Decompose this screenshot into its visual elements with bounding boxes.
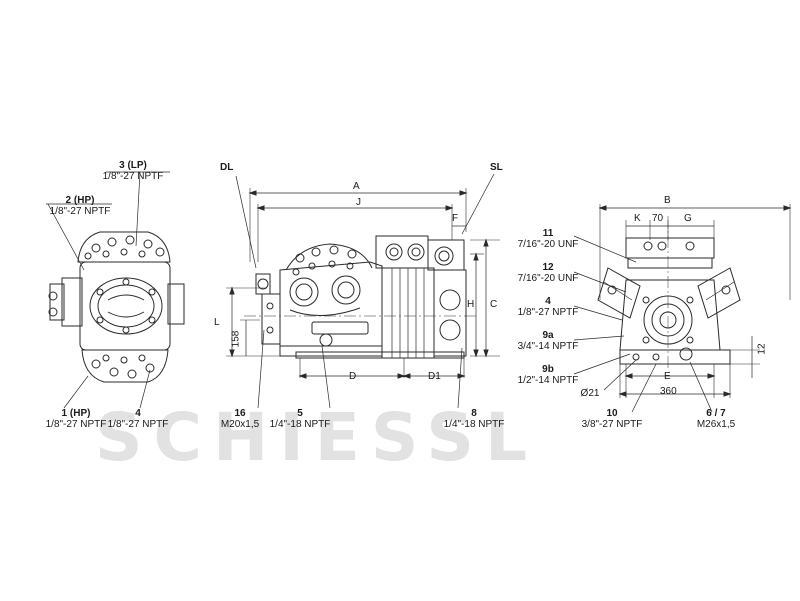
port-10-label: 10 [606,408,618,419]
dim-b-label: B [664,195,671,206]
dim-dia21-label: Ø21 [580,388,600,399]
dim-c-label: C [490,299,498,310]
port-9a-label: 9a [542,330,554,341]
dim-360-label: 360 [660,386,677,397]
dim-h-label: H [467,299,475,310]
left-end-view [46,171,185,409]
dim-dl-label: DL [220,162,234,173]
dim-f-label: F [452,213,459,224]
dim-d1-label: D1 [428,371,441,382]
port-1-thread: 1/8"-27 NPTF [45,419,107,430]
port-9b-thread: 1/2"-14 NPTF [517,375,579,386]
dim-l-label: L [214,317,220,328]
port-11-label: 11 [542,228,554,239]
dim-sl-label: SL [490,162,503,173]
side-view [226,173,500,409]
port-9a-thread: 3/4"-14 NPTF [517,341,579,352]
port-4-left-label: 4 [135,408,141,419]
port-4-left-thread: 1/8"-27 NPTF [107,419,169,430]
port-12-thread: 7/16"-20 UNF [517,273,579,284]
front-view [573,204,792,413]
dim-g-label: G [684,213,692,224]
port-4-right-thread: 1/8"-27 NPTF [517,307,579,318]
port-3-label: 3 (LP) [119,160,147,171]
port-16-label: 16 [234,408,246,419]
dim-j-label: J [356,197,361,208]
port-5-label: 5 [297,408,303,419]
top-cylinder-head [77,231,171,263]
port-5-thread: 1/4"-18 NPTF [269,419,331,430]
dim-e-label: E [664,371,671,382]
dim-158-label: 158 [230,330,242,348]
port-10-thread: 3/8"-27 NPTF [581,419,643,430]
port-8-label: 8 [471,408,477,419]
dim-d-label: D [349,371,357,382]
port-9b-label: 9b [542,364,554,375]
schiessl-watermark: SCHIESSL [95,399,539,476]
dim-12-label: 12 [756,343,768,355]
dim-70-label: 70 [652,213,664,224]
port-1-label: 1 (HP) [61,408,91,419]
port-11-thread: 7/16"-20 UNF [517,239,579,250]
port-2-thread: 1/8"-27 NPTF [49,206,111,217]
port-16-thread: M20x1,5 [220,419,260,430]
port-3-thread: 1/8"-27 NPTF [102,171,164,182]
port-6-7-label: 6 / 7 [706,408,726,419]
dim-k-label: K [634,213,641,224]
port-8-thread: 1/4"-18 NPTF [443,419,505,430]
port-6-7-thread: M26x1,5 [696,419,736,430]
port-12-label: 12 [542,262,554,273]
bottom-cylinder-head [81,349,169,383]
port-4-right-label: 4 [545,296,551,307]
dim-a-label: A [353,181,360,192]
port-2-label: 2 (HP) [65,195,95,206]
